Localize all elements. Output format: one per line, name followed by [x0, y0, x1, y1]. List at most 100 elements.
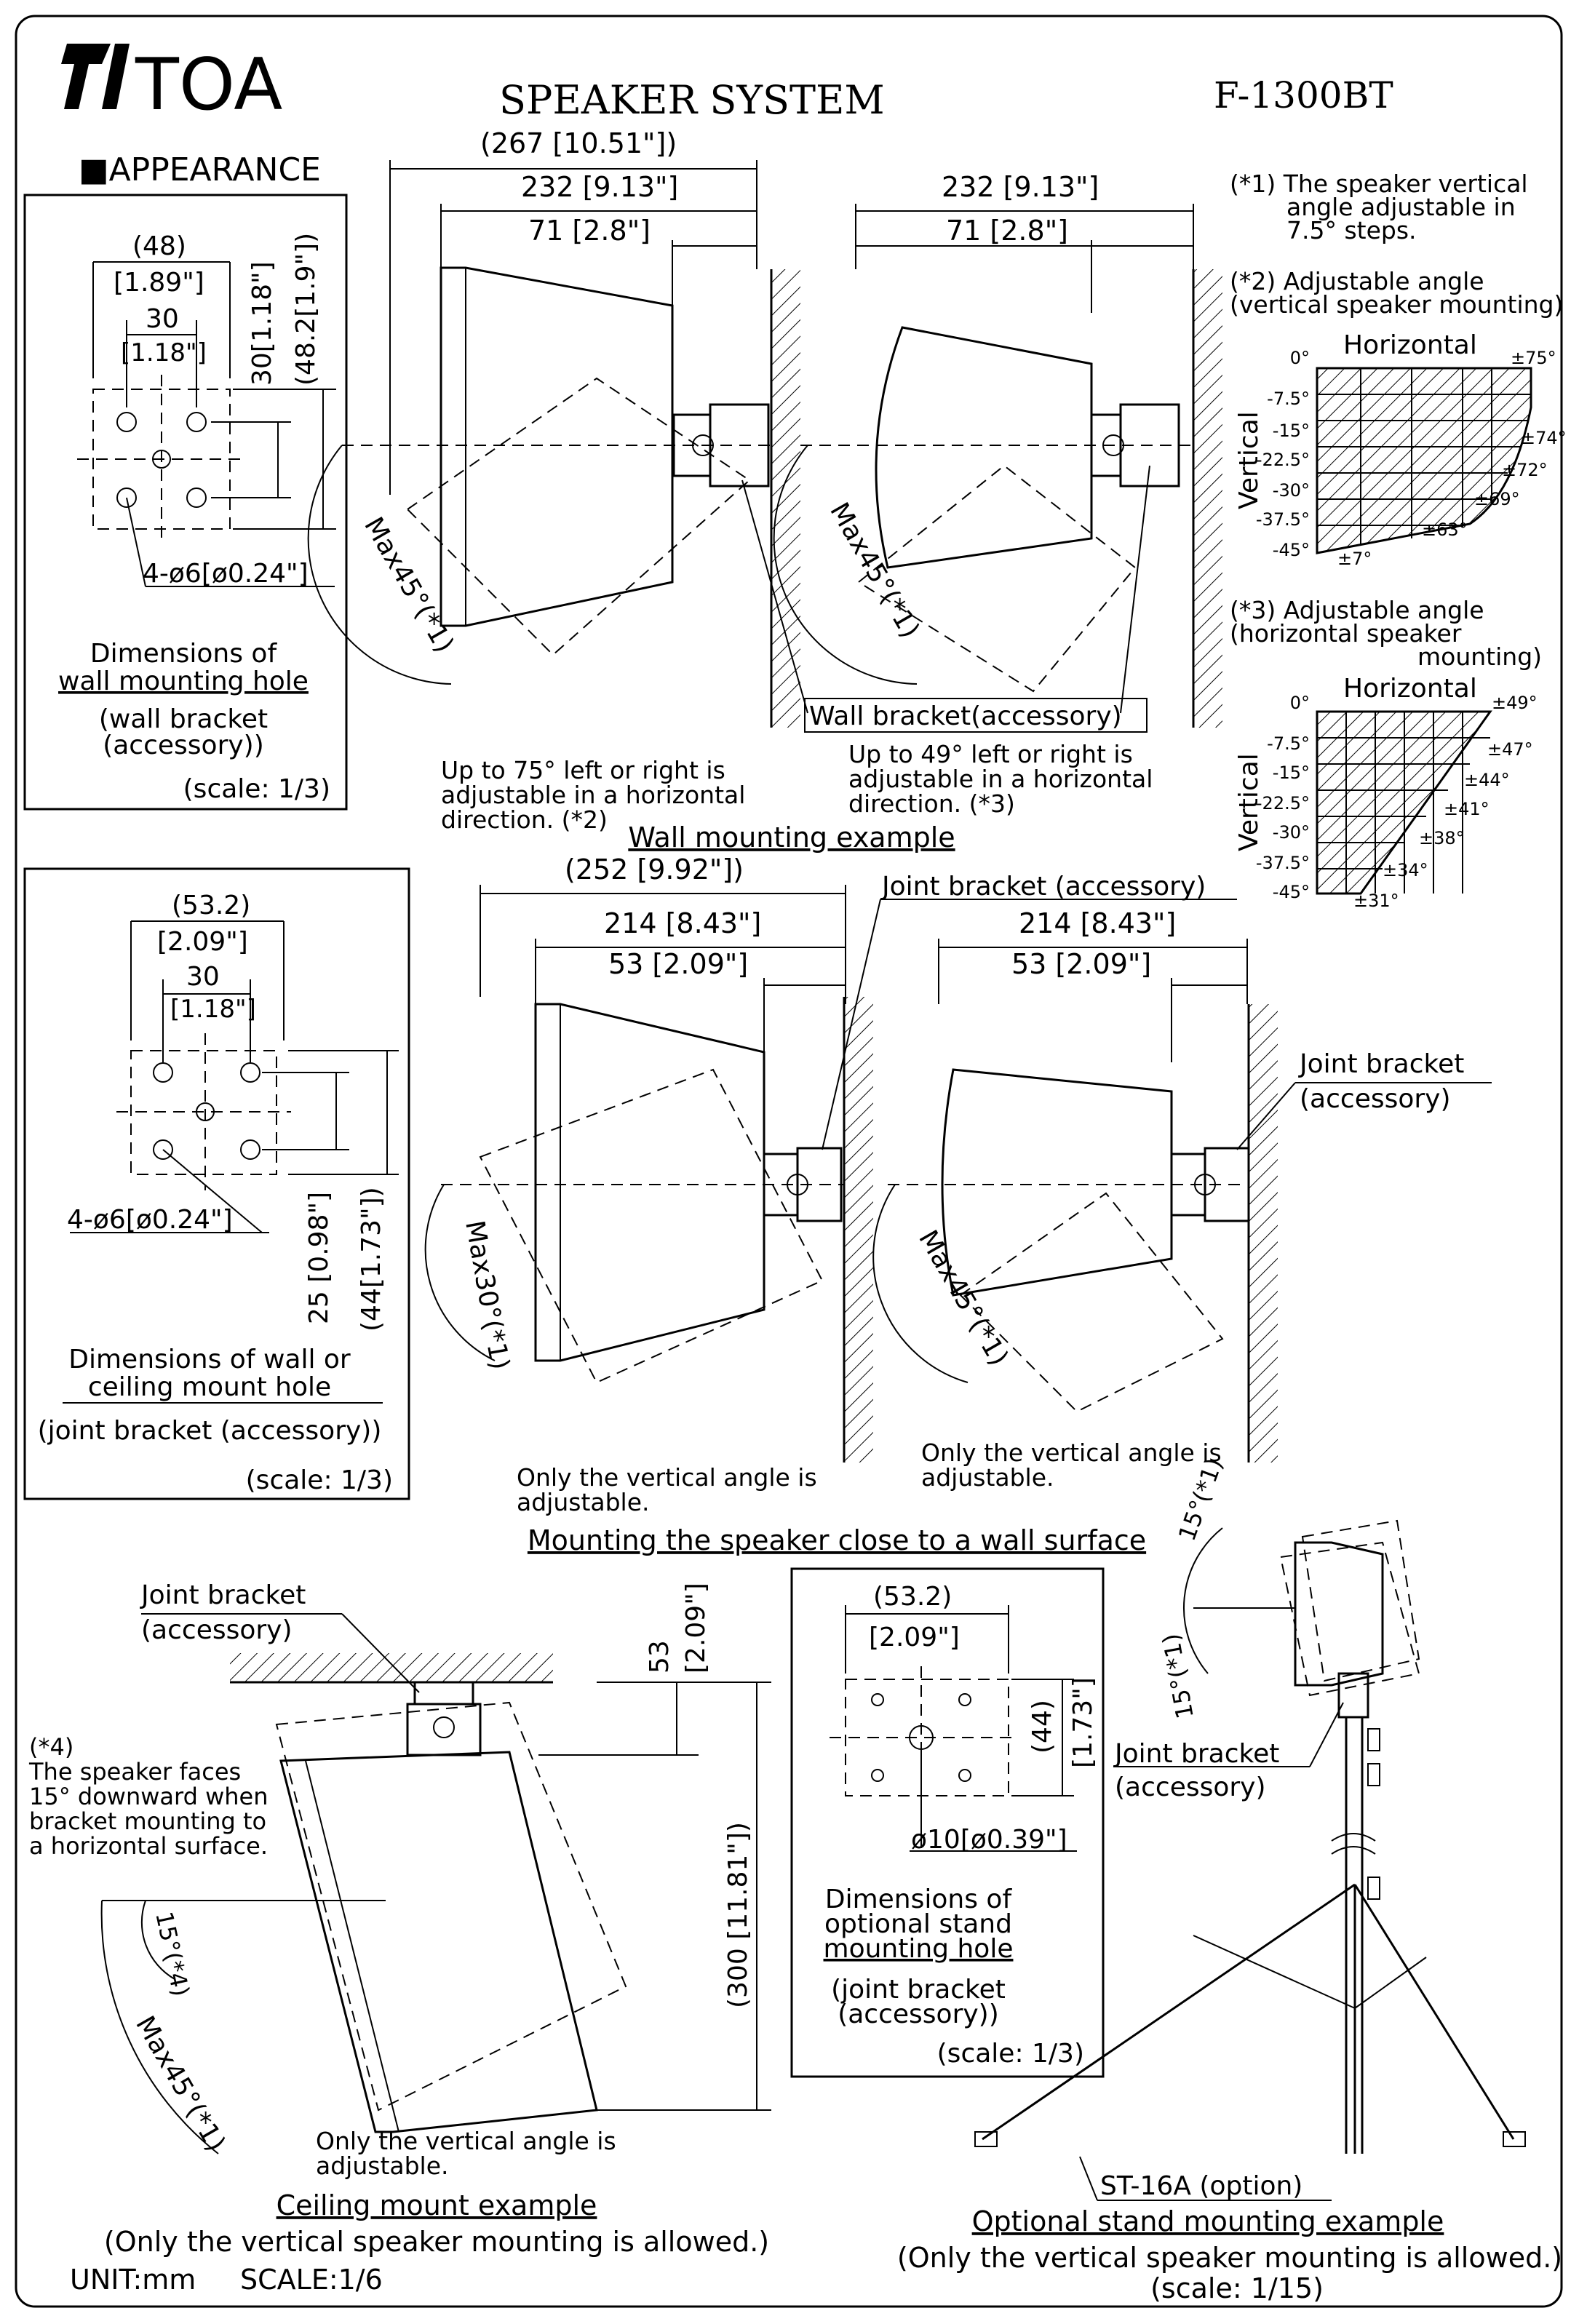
- speaker-side-view-4: [941, 1068, 1173, 1297]
- chart2-limit-4: ±38°: [1419, 828, 1465, 848]
- stand-hole-box: (53.2) [2.09"] (44) [1.73"] ø10[ø0.39"] …: [790, 1567, 1105, 2078]
- stand-joint-label-b: (accessory): [1115, 1772, 1266, 1802]
- wall-dim-bracket-1: 71 [2.8"]: [528, 215, 651, 247]
- ceiling-caption-1: Ceiling mount example: [277, 2189, 597, 2221]
- ceiling-dim-offset-inch: [2.09"]: [681, 1583, 711, 1674]
- model-number: F-1300BT: [1214, 74, 1393, 116]
- wall-max-angle-2: Max45°(*1): [824, 498, 925, 643]
- ceiling-tilt-label: 15°(*4): [150, 1909, 195, 1999]
- joint-hole-dim-vert-pitch: 25 [0.98"]: [304, 1192, 334, 1324]
- stand-model-label: ST-16A (option): [1100, 2171, 1302, 2201]
- chart2-axis-label: Vertical: [1234, 753, 1264, 851]
- close-wall-example: (252 [9.92"]) 214 [8.43"] 53 [2.09"] Max…: [424, 853, 1492, 1556]
- joint-hole-dim-width: (53.2): [172, 891, 250, 920]
- close-joint-label-1: Joint bracket (accessory): [880, 872, 1206, 902]
- chart1-limit-5: ±7°: [1337, 549, 1372, 569]
- wall-note-2-line-3: direction. (*3): [848, 789, 1015, 818]
- chart1-limit-2: ±72°: [1502, 460, 1548, 480]
- stand-leg-left: [982, 1883, 1356, 2141]
- chart1-row-5: -37.5°: [1256, 509, 1310, 530]
- wall-hole-caption-2: wall mounting hole: [58, 666, 309, 696]
- chart1-row-3: -22.5°: [1256, 450, 1310, 470]
- ceiling-mount-example: Joint bracket (accessory) 15°(*4) Max45°…: [28, 1580, 771, 2258]
- speaker-side-view-2: [875, 326, 1093, 569]
- chart1-row-0: 0°: [1290, 348, 1310, 368]
- chart2-limit-3: ±41°: [1444, 799, 1489, 819]
- close-max-angle-1: Max30°(*1): [459, 1218, 514, 1372]
- note-4-line-2: The speaker faces: [28, 1758, 241, 1786]
- note-1-line-3: 7.5° steps.: [1286, 216, 1417, 244]
- wall-note-1-line-1: Up to 75° left or right is: [441, 756, 725, 784]
- note-2-line-1: (*2) Adjustable angle: [1230, 267, 1484, 295]
- stand-hole-dim-height: (44): [1027, 1700, 1057, 1754]
- ceiling-note-line-1: Only the vertical angle is: [316, 2127, 616, 2155]
- chart2-row-6: -45°: [1273, 882, 1310, 902]
- speaker-ceiling-view: [279, 1751, 598, 2133]
- speaker-on-stand: [1294, 1541, 1384, 1687]
- chart2-row-0: 0°: [1290, 693, 1310, 713]
- footer-unit: UNIT:mm: [70, 2264, 196, 2296]
- ceiling-joint-label-a: Joint bracket: [140, 1580, 306, 1610]
- note-4-line-4: bracket mounting to: [29, 1807, 266, 1835]
- wall-hole-caption-3: (wall bracket: [99, 704, 268, 734]
- joint-hole-dim-pitch-inch: [1.18"]: [170, 995, 256, 1024]
- chart1-limit-3: ±69°: [1474, 489, 1520, 509]
- ceiling-dim-offset: 53: [645, 1640, 675, 1674]
- chart1-axis-label: Vertical: [1234, 411, 1264, 509]
- ceiling-note-line-2: adjustable.: [316, 2152, 449, 2180]
- chart2-limit-0: ±49°: [1492, 693, 1538, 713]
- stand-hole-caption-5: (accessory)): [838, 1999, 999, 2029]
- chart2-limit-2: ±44°: [1464, 770, 1510, 790]
- chart2-limit-5: ±34°: [1383, 860, 1428, 880]
- ceiling-joint-label-b: (accessory): [141, 1615, 293, 1645]
- wall-hole-scale: (scale: 1/3): [183, 774, 330, 804]
- note-1-line-2: angle adjustable in: [1286, 193, 1516, 221]
- wall-dim-total: (267 [10.51"]): [480, 127, 677, 159]
- wall-note-2-line-1: Up to 49° left or right is: [848, 740, 1133, 768]
- note-4-line-3: 15° downward when: [29, 1783, 269, 1810]
- chart2-limit-1: ±47°: [1487, 739, 1533, 760]
- close-dim-bracket-2: 53 [2.09"]: [1011, 948, 1151, 980]
- angle-chart-vertical-mounting: Horizontal Vertical 0° -7.5° -15° -22.5°…: [1234, 330, 1567, 569]
- toa-logo: TOA: [61, 44, 282, 127]
- footer-scale: SCALE:1/6: [240, 2264, 383, 2296]
- chart1-row-2: -15°: [1273, 421, 1310, 441]
- wall-note-1-line-3: direction. (*2): [441, 805, 608, 834]
- angle-chart-horizontal-mounting: Horizontal Vertical 0° -7.5° -15° -22.5°…: [1234, 674, 1538, 911]
- note-2-line-2: (vertical speaker mounting): [1230, 290, 1563, 319]
- stand-hole-dim-width-inch: [2.09"]: [869, 1623, 960, 1652]
- wall-hole-dim-height: (48.2[1.9"]): [291, 233, 321, 386]
- chart1-limit-1: ±74°: [1521, 428, 1567, 448]
- wall-hole-dim-width-inch: [1.89"]: [114, 268, 204, 298]
- joint-hole-size-label: 4-ø6[ø0.24"]: [67, 1205, 233, 1235]
- stand-hole-caption-1: Dimensions of: [825, 1885, 1013, 1914]
- chart2-row-3: -22.5°: [1256, 793, 1310, 813]
- note-3-line-3: mounting): [1417, 642, 1542, 671]
- stand-hole-size-label: ø10[ø0.39"]: [911, 1825, 1067, 1855]
- stand-hole-scale: (scale: 1/3): [937, 2039, 1084, 2069]
- joint-hole-box: (53.2) [2.09"] 30 [1.18"] 25 [0.98"] (44…: [23, 867, 410, 1500]
- brand-name: TOA: [135, 44, 282, 127]
- section-title: ■APPEARANCE: [79, 151, 321, 188]
- joint-hole-dim-width-inch: [2.09"]: [157, 927, 248, 957]
- ceiling-dim-drop: (300 [11.81"]): [723, 1822, 753, 2008]
- stand-caption-3: (scale: 1/15): [1150, 2272, 1324, 2304]
- joint-hole-dim-height: (44[1.73"]): [357, 1187, 386, 1332]
- wall-dim-bracket-2: 71 [2.8"]: [946, 215, 1068, 247]
- close-note-1-line-1: Only the vertical angle is: [517, 1463, 817, 1492]
- wall-hole-caption-1: Dimensions of: [90, 639, 278, 669]
- chart1-row-6: -45°: [1273, 540, 1310, 560]
- ceiling-max-angle: Max45°(*1): [130, 2011, 231, 2157]
- wall-dim-depth-1: 232 [9.13"]: [521, 171, 678, 203]
- close-note-2-line-2: adjustable.: [921, 1463, 1054, 1492]
- wall-note-1-line-2: adjustable in a horizontal: [441, 781, 745, 809]
- note-3-line-1: (*3) Adjustable angle: [1230, 596, 1484, 624]
- wall-max-angle-1: Max45°(*1): [358, 512, 459, 658]
- joint-hole-caption-1: Dimensions of wall or: [68, 1345, 351, 1374]
- chart1-title: Horizontal: [1343, 330, 1477, 360]
- close-dim-total: (252 [9.92"]): [565, 853, 744, 886]
- note-1-line-1: (*1) The speaker vertical: [1230, 170, 1528, 198]
- close-dim-depth-1: 214 [8.43"]: [604, 907, 761, 939]
- speaker-side-view-3: [534, 1003, 765, 1362]
